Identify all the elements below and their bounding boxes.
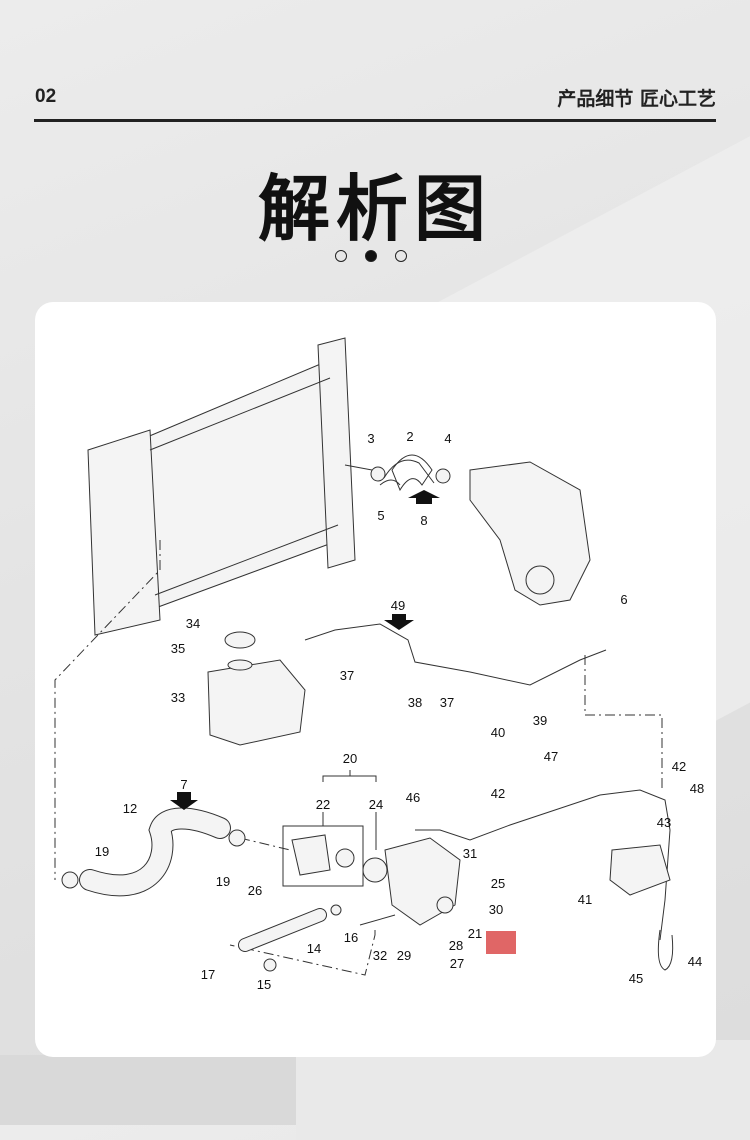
water-pump-housing [469, 461, 591, 606]
callout: 22 [316, 797, 330, 812]
section-tagline: 产品细节 匠心工艺 [557, 88, 716, 110]
upper-hose [344, 454, 451, 492]
callout: 37 [340, 668, 354, 683]
callout: 37 [440, 695, 454, 710]
highlight-marker [486, 931, 516, 954]
callout: 44 [688, 954, 702, 969]
arrow-49-icon [384, 614, 414, 630]
callout: 38 [408, 695, 422, 710]
callout: 35 [171, 641, 185, 656]
callout: 26 [248, 883, 262, 898]
arrow-8-icon [408, 490, 440, 504]
callout: 14 [307, 941, 321, 956]
callout: 4 [444, 431, 451, 446]
callout: 25 [491, 876, 505, 891]
callout: 49 [391, 598, 405, 613]
callout: 6 [620, 592, 627, 607]
pagination-dot-3[interactable] [395, 250, 407, 262]
callout: 29 [397, 948, 411, 963]
callout: 48 [690, 781, 704, 796]
page-title: 解析图 [257, 167, 492, 251]
pagination-dot-2-active[interactable] [365, 250, 377, 262]
pagination-dot-1[interactable] [335, 250, 347, 262]
callout: 19 [216, 874, 230, 889]
callout: 17 [201, 967, 215, 982]
callout: 2 [406, 429, 413, 444]
callout: 12 [123, 801, 137, 816]
callout: 41 [578, 892, 592, 907]
callout: 39 [533, 713, 547, 728]
callout: 16 [344, 930, 358, 945]
callout-labels: 3 2 4 5 8 6 49 34 35 37 33 38 37 39 40 2… [95, 429, 704, 992]
callout: 31 [463, 846, 477, 861]
callout: 30 [489, 902, 503, 917]
callout: 45 [629, 971, 643, 986]
arrow-7-icon [170, 792, 198, 810]
section-number: 02 [35, 86, 57, 107]
callout: 24 [369, 797, 383, 812]
header-divider [34, 119, 716, 122]
callout: 20 [343, 751, 357, 766]
pagination-dots [335, 250, 407, 262]
callout: 43 [657, 815, 671, 830]
callout: 46 [406, 790, 420, 805]
callout: 42 [491, 786, 505, 801]
callout: 34 [186, 616, 200, 631]
callout: 33 [171, 690, 185, 705]
callout: 21 [468, 926, 482, 941]
background-shape [0, 1055, 296, 1125]
callout: 3 [367, 431, 374, 446]
callout: 40 [491, 725, 505, 740]
radiator [87, 337, 356, 636]
callout: 42 [672, 759, 686, 774]
callout: 27 [450, 956, 464, 971]
valve-assembly [609, 844, 671, 896]
coolant-pipe [304, 623, 607, 686]
callout: 7 [180, 777, 187, 792]
callout: 32 [373, 948, 387, 963]
callout: 47 [544, 749, 558, 764]
callout: 5 [377, 508, 384, 523]
callout: 28 [449, 938, 463, 953]
coolant-reservoir [207, 631, 306, 746]
callout: 8 [420, 513, 427, 528]
callout: 19 [95, 844, 109, 859]
callout: 15 [257, 977, 271, 992]
